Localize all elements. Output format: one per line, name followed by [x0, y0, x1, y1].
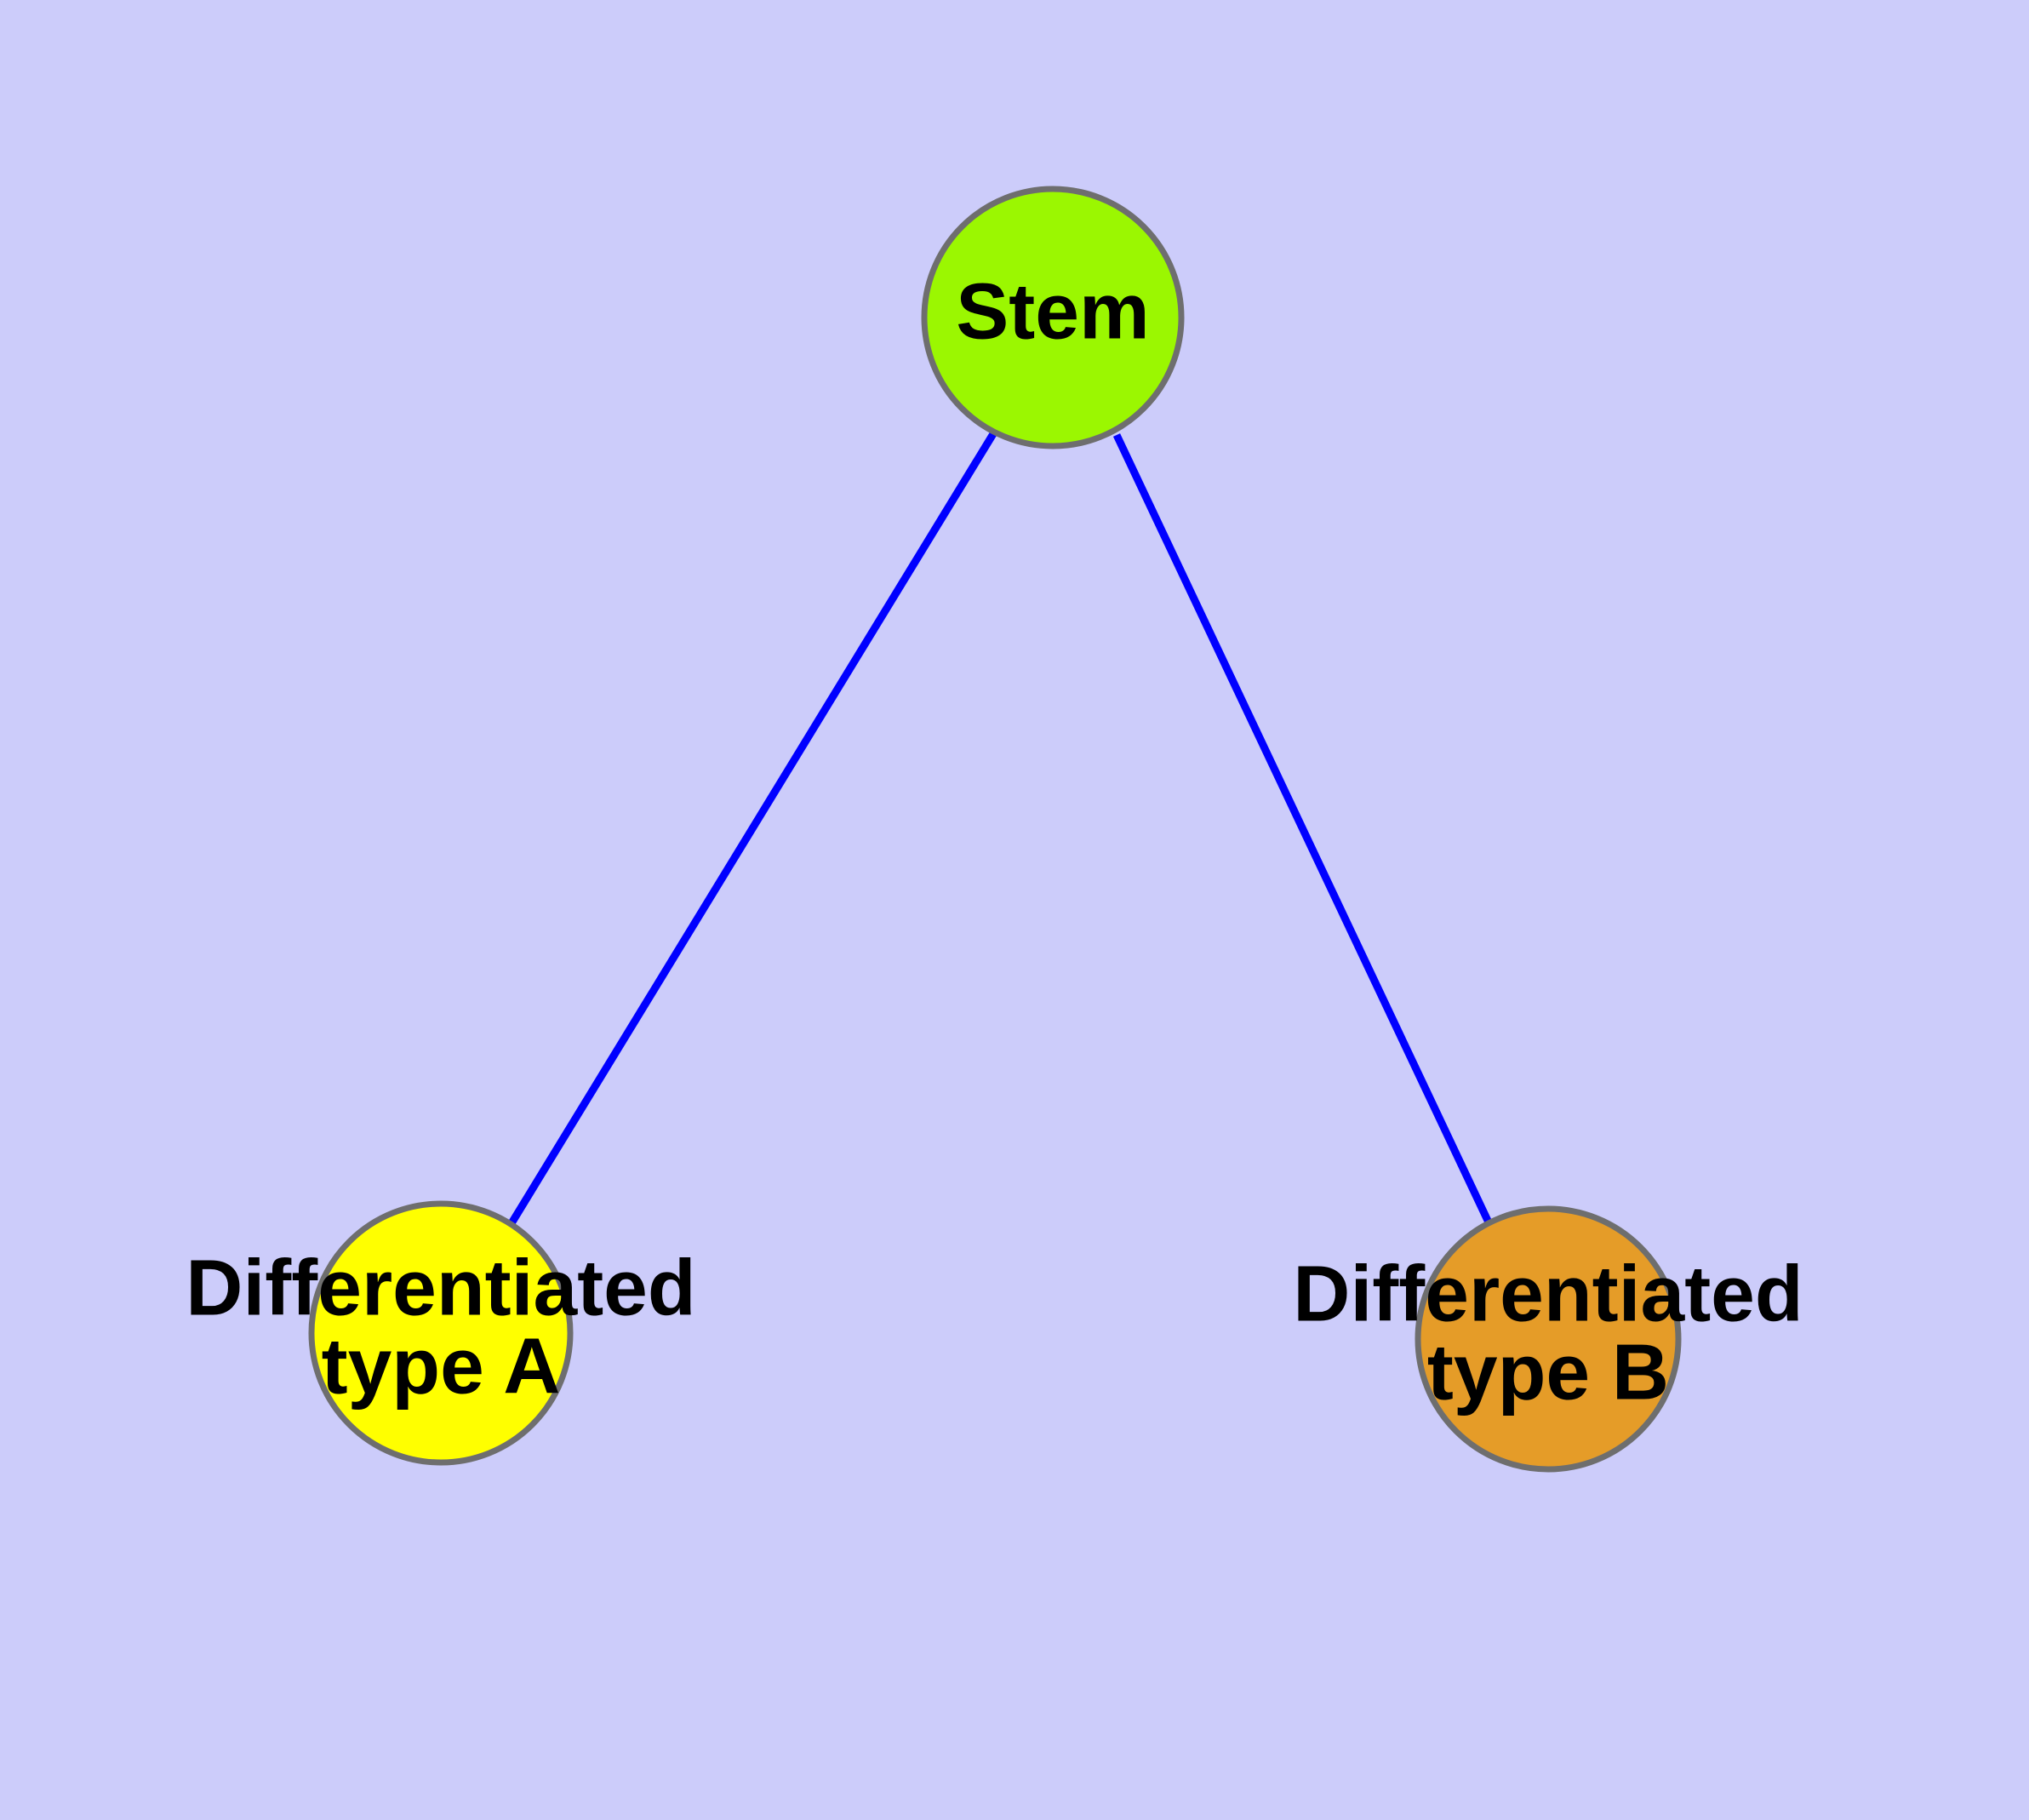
node-label-diff-b-line-1: Differentiated: [1293, 1250, 1803, 1338]
node-circle-diff-a[interactable]: [308, 1200, 574, 1466]
node-circle-diff-b[interactable]: [1415, 1205, 1682, 1473]
node-label-diff-b-line-2: type B: [1427, 1328, 1669, 1417]
node-stem[interactable]: Stem: [921, 186, 1185, 449]
edge-stem-to-diff-a[interactable]: [508, 430, 997, 1226]
edges-layer: [508, 430, 1494, 1226]
node-circle-stem[interactable]: [921, 186, 1185, 449]
node-label-diff-a-line-1: Differentiated: [186, 1244, 695, 1332]
node-label-stem-line-1: Stem: [956, 267, 1149, 356]
node-label-diff-a-line-2: type A: [322, 1322, 561, 1411]
edge-stem-to-diff-b[interactable]: [1112, 433, 1494, 1226]
